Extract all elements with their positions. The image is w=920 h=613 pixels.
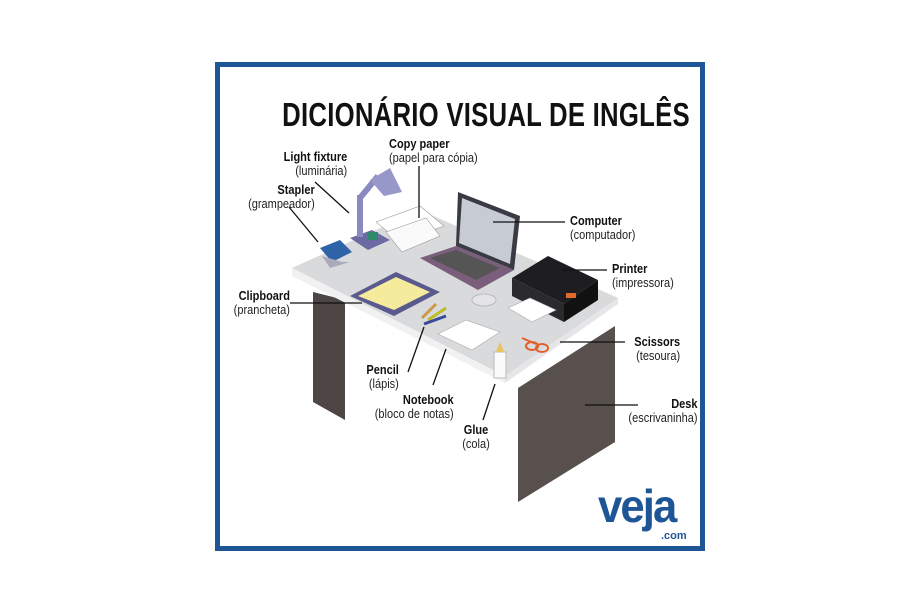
label-en: Glue (463, 423, 489, 437)
label-pt: (prancheta) (233, 303, 290, 317)
desk-top-edge-right (505, 298, 618, 383)
label-en: Stapler (277, 183, 315, 197)
label-pt: (luminária) (295, 164, 347, 178)
label-pt: (grampeador) (248, 197, 315, 211)
label-pt: (computador) (570, 228, 636, 242)
label-en: Computer (570, 214, 622, 228)
label-en: Light fixture (283, 150, 347, 164)
printer-icon (507, 256, 598, 323)
clipboard-icon (350, 272, 440, 316)
label-stapler: Stapler(grampeador) (248, 183, 315, 211)
glue-icon (493, 342, 507, 379)
scissors-icon (521, 337, 549, 353)
page-title: DICIONÁRIO VISUAL DE INGLÊS (282, 96, 690, 133)
label-glue: Glue(cola) (460, 423, 492, 451)
label-computer: Computer(computador) (570, 214, 635, 242)
stapler-icon (320, 240, 352, 268)
label-pt: (lápis) (369, 377, 399, 391)
label-notebook: Notebook(bloco de notas) (375, 393, 454, 421)
notebook-icon (437, 319, 501, 351)
label-clipboard: Clipboard(prancheta) (234, 289, 290, 317)
label-en: Scissors (634, 335, 680, 349)
desk-top (292, 210, 618, 376)
label-printer: Printer(impressora) (612, 262, 674, 290)
label-en: Clipboard (238, 289, 290, 303)
label-en: Notebook (403, 393, 454, 407)
label-pt: (tesoura) (635, 349, 680, 363)
label-pt: (bloco de notas) (375, 407, 454, 421)
laptop-icon (420, 192, 520, 290)
label-pt: (cola) (462, 437, 490, 451)
copy-paper-icon (375, 205, 445, 253)
label-desk: Desk(escrivaninha) (629, 397, 698, 425)
label-pt: (impressora) (612, 276, 674, 290)
light-fixture-icon (350, 168, 402, 250)
pencil-icon (420, 302, 447, 326)
label-en: Desk (671, 397, 698, 411)
label-pt: (escrivaninha) (628, 411, 698, 425)
desk-left-leg (313, 292, 345, 420)
veja-logo-suffix: .com (661, 530, 687, 542)
mouse-icon (471, 293, 497, 307)
label-pencil: Pencil(lápis) (367, 363, 399, 391)
label-pt: (papel para cópia) (389, 151, 478, 165)
label-copy-paper: Copy paper(papel para cópia) (389, 137, 478, 165)
label-en: Pencil (366, 363, 399, 377)
label-light-fixture: Light fixture(luminária) (283, 150, 347, 178)
label-scissors: Scissors(tesoura) (634, 335, 680, 363)
label-en: Copy paper (389, 137, 450, 151)
leader-lines (288, 166, 638, 421)
veja-logo: veja (598, 480, 677, 532)
label-en: Printer (612, 262, 648, 276)
desk-top-edge (292, 268, 505, 383)
desk-right-leg (518, 326, 615, 502)
